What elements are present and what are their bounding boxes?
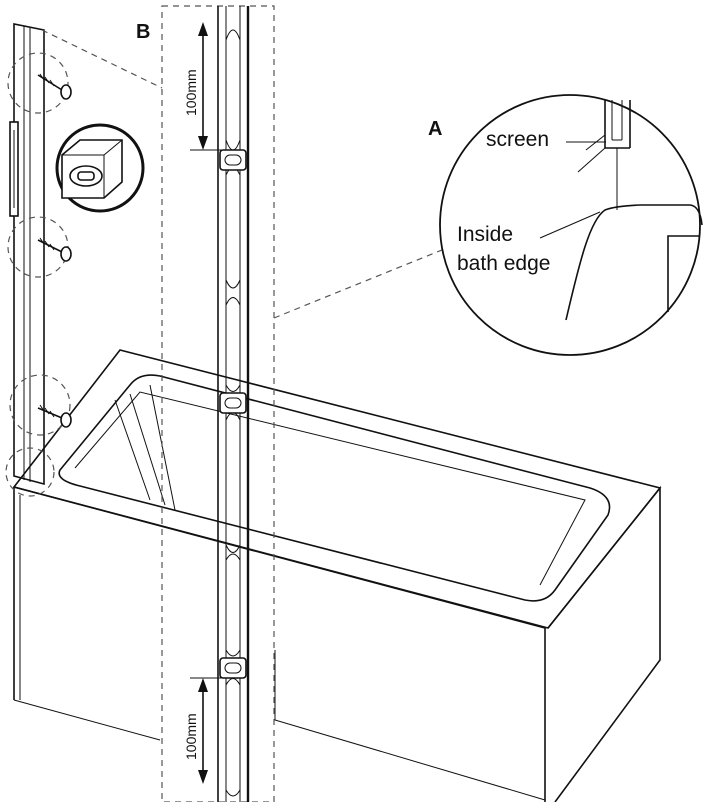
screw-icon <box>7 52 72 114</box>
screen-label: screen <box>486 128 549 151</box>
bracket-slot-icon <box>219 149 247 171</box>
bath-inner-end <box>114 384 176 511</box>
bath-basin-edge <box>74 391 586 586</box>
bracket-slot-icon <box>219 657 247 679</box>
screw-icon <box>7 216 72 278</box>
screw-icon <box>9 374 72 436</box>
bath-panel-edge <box>13 495 161 741</box>
dimension-top: 100mm <box>183 22 222 151</box>
detail-a-leader <box>273 249 443 319</box>
glass-screen <box>13 23 45 486</box>
bracket-slot-icon <box>219 392 247 414</box>
screen-assembly <box>9 23 45 486</box>
inside-bath-edge-label-1: Inside <box>457 223 513 246</box>
bath-front-panel <box>13 486 546 802</box>
detail-b-label: B <box>136 21 150 43</box>
detail-a-label: A <box>428 118 442 140</box>
dimension-bottom: 100mm <box>183 677 222 784</box>
inside-bath-edge-label-2: bath edge <box>457 252 550 275</box>
bath-panel-lower <box>274 650 546 801</box>
dimension-top-label: 100mm <box>183 69 199 116</box>
spirit-level-icon <box>55 123 145 213</box>
dimension-bottom-label: 100mm <box>183 713 199 760</box>
bath-end-panel <box>547 485 661 802</box>
bath-inner-rim <box>58 374 611 602</box>
detail-b-leader <box>41 29 163 89</box>
bath <box>12 349 662 802</box>
wall-profile <box>23 26 31 482</box>
detail-a <box>439 94 703 356</box>
bottom-seal-circle <box>5 447 55 497</box>
